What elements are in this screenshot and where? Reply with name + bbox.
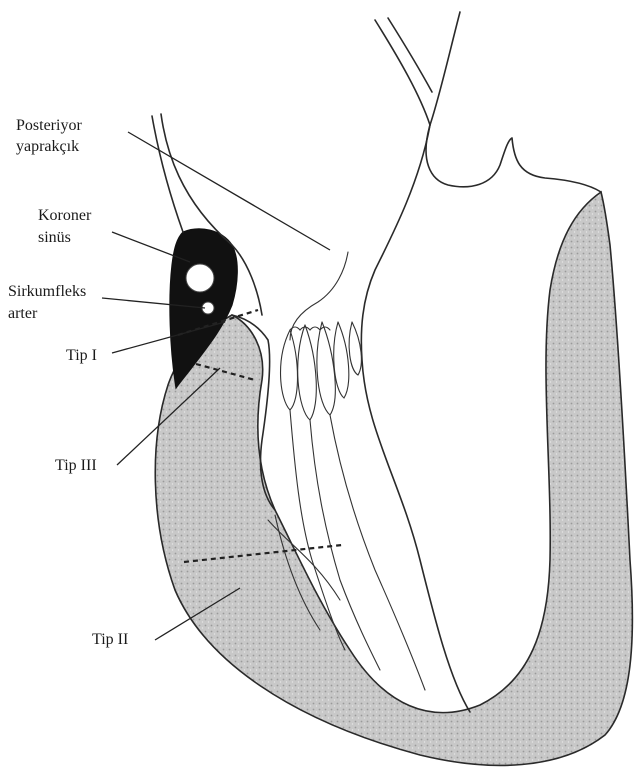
label-circumflex-artery-line2: arter [8,305,38,322]
label-circumflex-artery-line1: Sirkumfleks [8,283,86,300]
label-coronary-sinus-line1: Koroner [38,207,92,224]
anterior-leaflet [290,252,348,340]
label-posterior-leaflet-line2: yaprakçık [16,138,79,155]
leader-posterior-leaflet [128,132,330,250]
aortic-root-upper [430,12,460,125]
label-posterior-leaflet-line1: Posteriyor [16,117,82,134]
septum-outflow [361,125,470,712]
label-type-2: Tip II [92,631,128,648]
coronary-sinus-lumen [186,264,214,292]
label-type-1: Tip I [66,347,97,364]
label-type-3: Tip III [55,457,97,474]
label-coronary-sinus-line2: sinüs [38,229,71,246]
aortic-cusps [426,125,601,192]
